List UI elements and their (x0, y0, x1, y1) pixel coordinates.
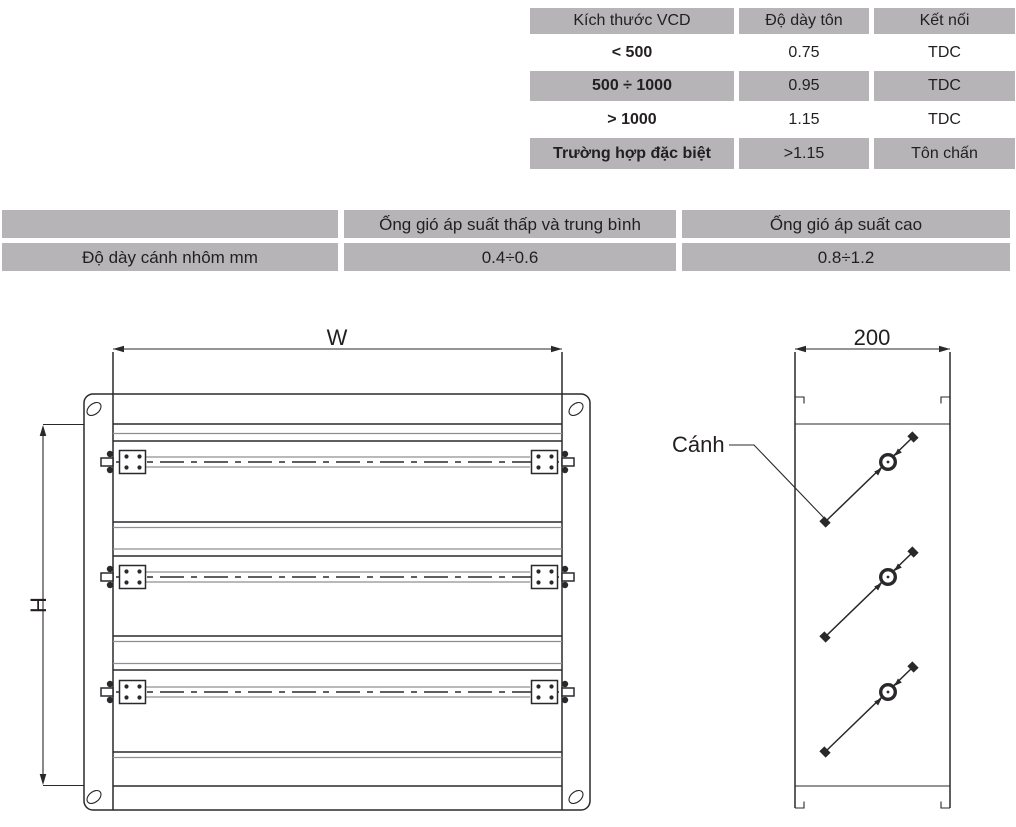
front-view: W H (26, 325, 591, 811)
blade-side-profile (819, 431, 919, 528)
shaft-lines (146, 456, 530, 468)
flange-frame (83, 393, 591, 811)
casing-edges (113, 423, 562, 787)
table-header-size: Kích thước VCD (530, 8, 734, 34)
duct-walls (794, 352, 951, 808)
arrow-left-icon (795, 345, 806, 353)
bearing-bracket (118, 449, 147, 475)
table-cell-thickness: 1.15 (788, 110, 820, 128)
side-view: 200 Cánh (672, 325, 951, 809)
dimension-line (42, 423, 84, 787)
table-header-low-pressure: Ống gió áp suất thấp và trung bình (344, 210, 676, 238)
mounting-hole-icon (568, 401, 584, 417)
table-cell-thickness: 0.95 (739, 71, 869, 101)
blade-shaft-row (100, 564, 575, 590)
blade-thickness-table: Ống gió áp suất thấp và trung bình Ống g… (2, 210, 1010, 271)
table-header-thickness: Độ dày tôn (739, 8, 869, 34)
arrow-icon (894, 448, 902, 457)
table-cell-connection: Tôn chấn (874, 138, 1015, 169)
arrow-down-icon (39, 774, 47, 785)
mounting-hole-icon (86, 401, 102, 417)
dimension-width: W (113, 325, 562, 353)
blade-edge-lines-dark (113, 440, 562, 753)
mounting-holes (86, 401, 584, 805)
table-cell-connection: TDC (928, 110, 961, 128)
width-dimension-label: W (327, 325, 348, 350)
blade-side-profile (817, 659, 921, 760)
height-dimension-label: H (26, 597, 51, 613)
table-cell-size: 500 ÷ 1000 (530, 71, 734, 101)
body-edges (795, 423, 950, 787)
arrow-up-icon (39, 425, 47, 436)
table-header-high-pressure: Ống gió áp suất cao (682, 210, 1010, 238)
table-cell-row-label: Độ dày cánh nhôm mm (2, 243, 338, 271)
table-cell-size: > 1000 (607, 110, 657, 128)
blade-callout: Cánh (672, 432, 827, 521)
blade-callout-label: Cánh (672, 432, 725, 457)
blade-shaft-row (100, 449, 575, 475)
bearing-bracket (530, 449, 559, 475)
table-cell-size: < 500 (611, 43, 653, 61)
table-header-empty (2, 210, 338, 238)
blade-shaft-row (100, 679, 575, 705)
table-cell-low-value: 0.4÷0.6 (344, 243, 676, 271)
mounting-hole-icon (86, 789, 102, 805)
shaft-stubs (100, 450, 575, 474)
table-cell-thickness: 0.75 (788, 43, 820, 61)
dimension-height: H (26, 423, 84, 787)
blade-end-cap (819, 516, 831, 528)
dimension-depth: 200 (795, 325, 950, 353)
casing-walls (112, 352, 563, 810)
arrow-icon (874, 467, 882, 476)
table-cell-connection: TDC (928, 43, 961, 61)
mounting-hole-icon (568, 789, 584, 805)
blade-line (824, 436, 914, 523)
arrow-left-icon (113, 345, 124, 353)
flange-lips (795, 396, 950, 809)
table-cell-thickness: >1.15 (739, 138, 869, 169)
table-header-connection: Kết nối (874, 8, 1015, 34)
depth-dimension-label: 200 (854, 325, 891, 350)
leader-line (729, 444, 827, 521)
blade-end-cap (907, 431, 919, 443)
sheet-thickness-table: Kích thước VCD Độ dày tôn Kết nối < 500 … (530, 8, 1015, 169)
arrow-right-icon (939, 345, 950, 353)
table-cell-size: Trường hợp đặc biệt (530, 138, 734, 169)
table-cell-connection: TDC (874, 71, 1015, 101)
table-cell-high-value: 0.8÷1.2 (682, 243, 1010, 271)
pivot-center-dot (886, 460, 890, 464)
arrow-right-icon (551, 345, 562, 353)
blade-side-profile (817, 544, 921, 645)
blade-edge-lines-light (113, 432, 562, 759)
bracket-bolts (124, 454, 554, 470)
